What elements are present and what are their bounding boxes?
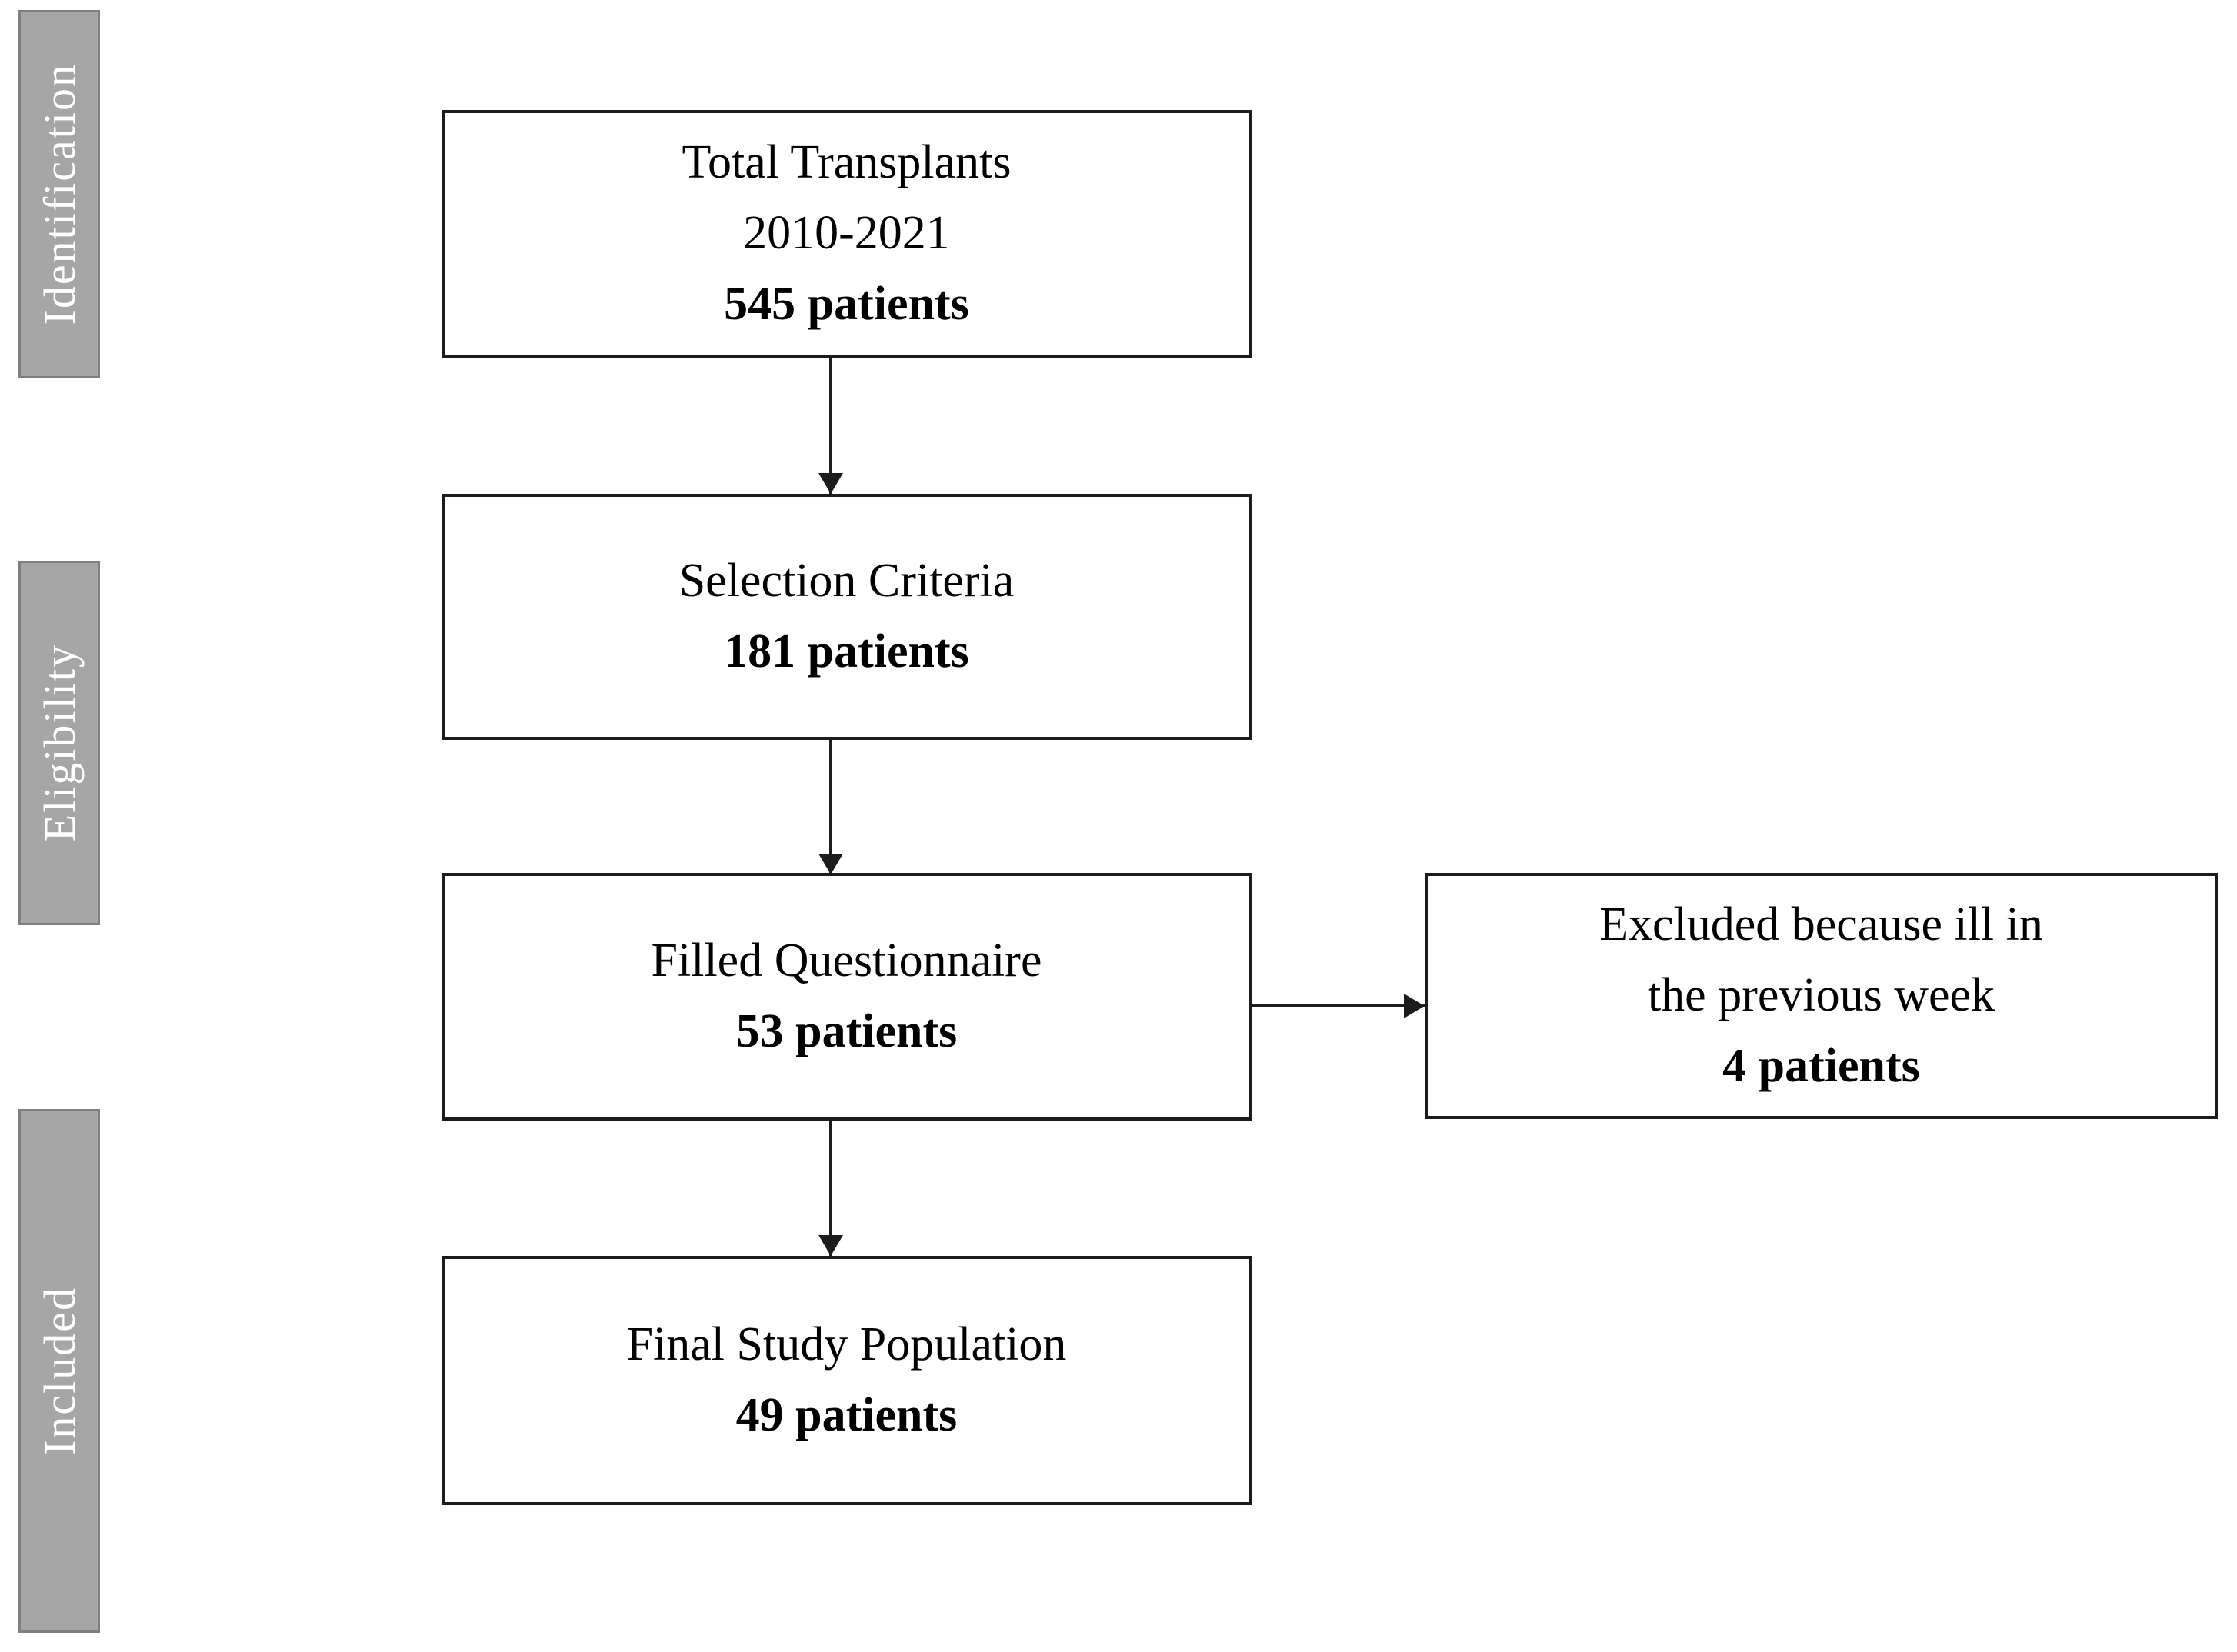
down-arrow-total-to-selection: [829, 358, 832, 494]
box-count: 53 patients: [735, 1005, 958, 1057]
box-title-line: Filled Questionnaire: [651, 934, 1042, 988]
flow-box-final-study-population: Final Study Population 49 patients: [442, 1256, 1252, 1505]
flow-box-excluded: Excluded because ill in the previous wee…: [1425, 873, 2218, 1119]
stage-bar-eligibility: Eligibility: [18, 561, 100, 925]
box-title-line: the previous week: [1647, 969, 1995, 1022]
down-arrow-selection-to-questionnaire: [829, 740, 832, 874]
box-count: 545 patients: [724, 277, 969, 330]
stage-bar-included: Included: [18, 1109, 100, 1633]
box-count: 181 patients: [724, 625, 969, 678]
stage-label-eligibility: Eligibility: [34, 644, 85, 842]
box-title-line: Excluded because ill in: [1599, 898, 2043, 951]
box-title-line: 2010-2021: [743, 207, 950, 260]
box-count: 4 patients: [1722, 1039, 1920, 1092]
stage-label-identification: Identification: [34, 63, 85, 325]
box-title-line: Selection Criteria: [678, 555, 1015, 608]
stage-label-included: Included: [34, 1287, 85, 1455]
stage-bar-identification: Identification: [18, 10, 100, 378]
flow-box-filled-questionnaire: Filled Questionnaire 53 patients: [442, 873, 1252, 1121]
down-arrow-questionnaire-to-final: [829, 1121, 832, 1256]
flow-box-total-transplants: Total Transplants 2010-2021 545 patients: [442, 110, 1252, 358]
box-title-line: Total Transplants: [682, 136, 1012, 189]
box-title-line: Final Study Population: [626, 1318, 1067, 1371]
box-count: 49 patients: [735, 1389, 958, 1441]
flow-box-selection-criteria: Selection Criteria 181 patients: [442, 494, 1252, 740]
right-arrow-questionnaire-to-excluded: [1252, 1004, 1425, 1007]
